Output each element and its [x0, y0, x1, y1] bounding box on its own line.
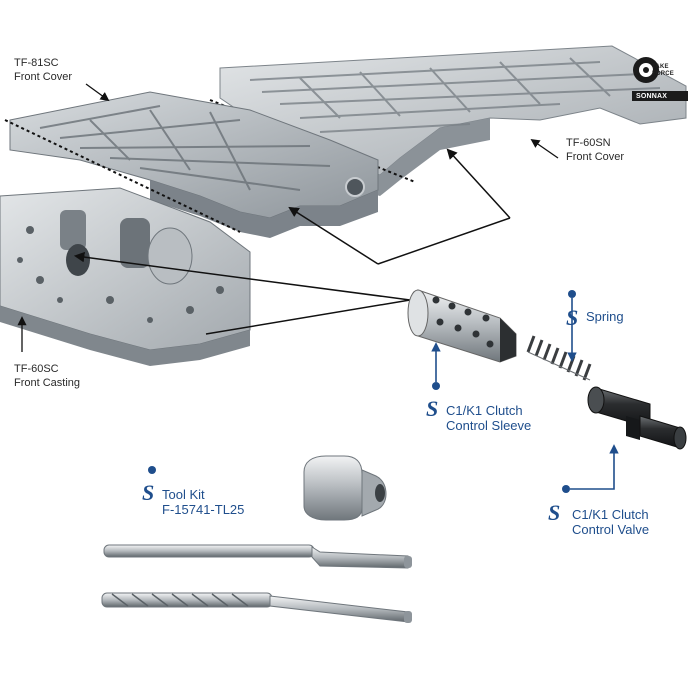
label-sleeve-line2: Control Sleeve: [446, 418, 532, 433]
sleeve-leader: [431, 342, 441, 390]
tool-kit-rod-upper: [103, 544, 412, 569]
label-tf60sc-line2: Front Casting: [14, 377, 81, 389]
connector-main: [377, 217, 511, 265]
spring-leader: [567, 290, 577, 362]
label-spring: Spring: [586, 309, 624, 324]
sonnax-logo-mark: [632, 57, 688, 101]
label-sleeve-line1: C1/K1 Clutch: [446, 403, 523, 418]
label-valve-line1: C1/K1 Clutch: [572, 507, 649, 522]
logo-line3: SONNAX: [636, 93, 668, 100]
connector-to-tf81sc: [288, 206, 379, 265]
label-tf81sc-line1: TF-81SC: [14, 57, 59, 69]
logo-line1: TAKE: [652, 64, 669, 70]
tf81sc-front-cover-casting: [4, 91, 379, 238]
c1k1-control-valve: [587, 386, 687, 450]
tool-kit-reamer: [101, 592, 412, 623]
tool-kit-bushing: [303, 455, 387, 521]
connector-lines: [73, 148, 511, 335]
label-tf60sn-line2: Front Cover: [566, 151, 625, 163]
label-tf81sc-line2: Front Cover: [14, 71, 73, 83]
sonnax-logo: TAKE FORCE SONNAX: [630, 56, 688, 104]
label-control-valve: C1/K1 Clutch Control Valve: [572, 507, 649, 537]
label-tool-kit: Tool Kit F-15741-TL25: [162, 487, 244, 517]
c1k1-control-sleeve: [407, 289, 517, 363]
sleeve-sonnax-glyph: S: [426, 396, 438, 421]
logo-line2: FORCE: [652, 71, 674, 77]
toolkit-dot: [148, 466, 156, 474]
label-tf60sc: TF-60SC Front Casting: [14, 362, 80, 390]
label-tf81sc: TF-81SC Front Cover: [14, 56, 72, 84]
toolkit-sonnax-glyph: S: [142, 480, 154, 505]
label-tf60sn-line1: TF-60SN: [566, 137, 611, 149]
label-control-sleeve: C1/K1 Clutch Control Sleeve: [446, 403, 531, 433]
label-tf60sn: TF-60SN Front Cover: [566, 136, 624, 164]
valve-leader: [562, 444, 619, 493]
tf81sc-pointer: [85, 83, 110, 102]
label-toolkit-line1: Tool Kit: [162, 487, 205, 502]
spring-coil: [526, 335, 592, 381]
tf60sn-pointer: [530, 138, 559, 159]
label-toolkit-line2: F-15741-TL25: [162, 502, 245, 517]
label-tf60sc-line1: TF-60SC: [14, 363, 59, 375]
valve-sonnax-glyph: S: [548, 500, 560, 525]
spring-sonnax-glyph: S: [566, 305, 578, 330]
connector-to-tf60sn: [446, 148, 511, 219]
label-valve-line2: Control Valve: [572, 522, 650, 537]
